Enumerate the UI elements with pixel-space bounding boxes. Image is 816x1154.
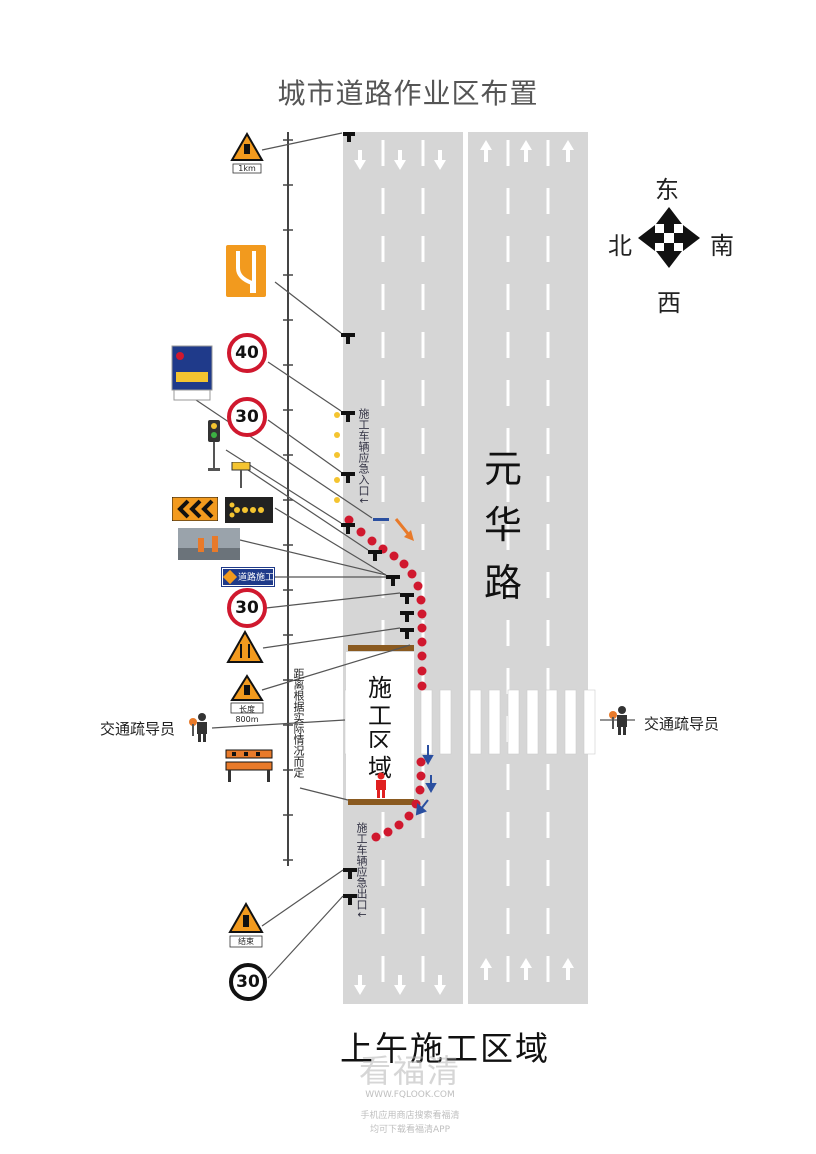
- barrier-top: [348, 645, 414, 651]
- barrier-bottom: [348, 799, 414, 805]
- traffic-signal-icon: [208, 420, 220, 471]
- diamond-icon: [222, 569, 238, 585]
- page-title: 城市道路作业区布置: [277, 77, 539, 110]
- work-zone-length-sign: [230, 674, 264, 714]
- chevron-sign: [172, 497, 218, 521]
- person-flag-icon: [189, 713, 207, 742]
- flashing-light-icon: [231, 462, 251, 488]
- lane-merge-sign: [224, 243, 268, 299]
- down-arrows: [354, 150, 446, 995]
- exit-arrow-icon: [415, 745, 437, 816]
- traffic-guide-right-label: 交通疏导员: [644, 715, 720, 733]
- person-flag-icon: [609, 706, 627, 735]
- work-ahead-caption: 1km: [238, 164, 256, 173]
- compass-east: 东: [655, 176, 679, 204]
- watermark-line1: 手机应用商店搜索看福清: [360, 1111, 460, 1121]
- lane-closed-warning-sign: [226, 630, 264, 663]
- entry-marker: [373, 518, 389, 521]
- road-work-warning-sign: [230, 132, 264, 174]
- end-work-sign: [228, 902, 264, 948]
- road-name-char-1: 元: [483, 447, 522, 491]
- speed-30a-value: 30: [235, 407, 259, 427]
- traffic-cones: [344, 515, 427, 842]
- road-name-char-2: 华: [483, 503, 522, 547]
- leader-lines: [195, 132, 635, 979]
- compass-west: 西: [657, 289, 681, 317]
- watermark-logo: 看福清: [358, 1052, 461, 1090]
- end-speed-limit-sign: [229, 963, 267, 1001]
- arrow-board-sign: [225, 497, 273, 523]
- speed-end-value: 30: [236, 972, 260, 992]
- speed-limit-30-sign-a: [227, 397, 267, 437]
- work-zone-person-icon: [376, 772, 386, 798]
- compass-arrows-icon: [638, 207, 700, 268]
- long-work-caption: 长度800m: [235, 705, 259, 724]
- info-board-sign: [171, 345, 213, 401]
- roadside-photo: [178, 528, 240, 560]
- bottom-title: 上午施工区域: [340, 1029, 550, 1068]
- median-line: [463, 132, 468, 1004]
- compass-north: 北: [608, 232, 632, 260]
- watermark-url: WWW.FQLOOK.COM: [365, 1090, 455, 1100]
- emergency-entry-text: 施工车辆应急入口↓: [357, 408, 370, 506]
- end-caption: 结束: [238, 937, 254, 946]
- road-work-text: 道路施工: [238, 573, 275, 583]
- speed-limit-40-sign: [227, 333, 267, 373]
- speed-limit-30-sign-b: [227, 588, 267, 628]
- zone-char-1: 施: [368, 674, 392, 702]
- traffic-guide-left-label: 交通疏导员: [100, 720, 176, 738]
- emergency-exit-text: 施工车辆应急出口↓: [355, 822, 368, 920]
- barricade-icon: [225, 749, 273, 782]
- entry-arrow-icon: [394, 518, 414, 541]
- zone-char-2: 工: [368, 702, 392, 730]
- northbound-carriageway: [468, 132, 588, 1004]
- ruler-ticks: [283, 139, 293, 861]
- speed-40-value: 40: [235, 343, 259, 363]
- road-name-char-3: 路: [483, 561, 522, 605]
- distance-note: 距离根据实际情况而定: [292, 668, 305, 778]
- road-work-blue-sign: 道路施工: [221, 567, 275, 587]
- speed-30b-value: 30: [235, 598, 259, 618]
- warning-lights: [334, 412, 340, 503]
- watermark-line2: 均可下载看福清APP: [369, 1125, 450, 1135]
- sign-posts: [341, 132, 414, 905]
- compass-south: 南: [710, 232, 734, 260]
- lane-arrows: [354, 140, 574, 995]
- up-arrows: [480, 140, 574, 980]
